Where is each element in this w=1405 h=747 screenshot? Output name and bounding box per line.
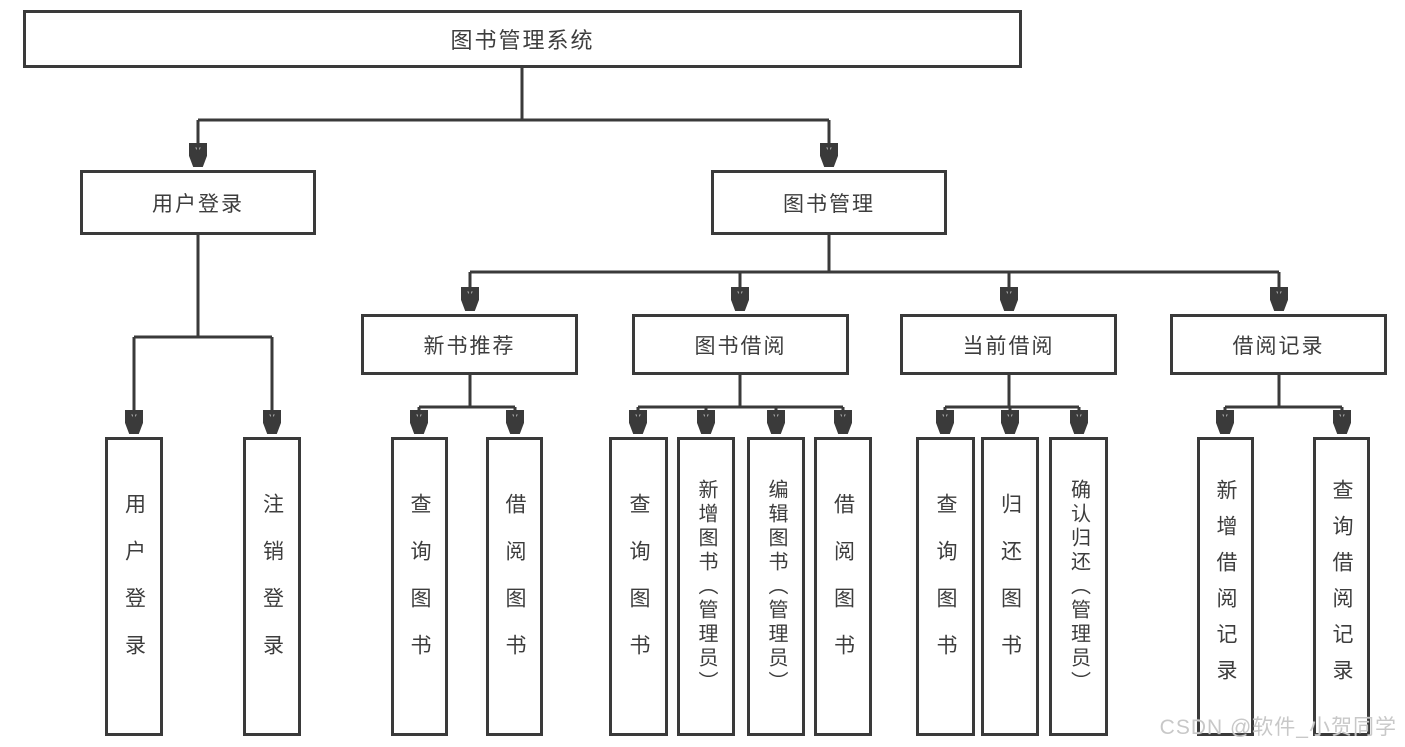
node-book-management-branch: 图书管理 [711,170,947,235]
leaf-recommend-borrow-books: 借阅图书 [486,437,543,736]
leaf-current-query-books: 查询图书 [916,437,975,736]
leaf-records-query-borrow-record: 查询借阅记录 [1313,437,1370,736]
leaf-borrowing-borrow-books: 借阅图书 [814,437,872,736]
leaf-records-add-borrow-record: 新增借阅记录 [1197,437,1254,736]
leaf-borrowing-query-books: 查询图书 [609,437,668,736]
csdn-watermark: CSDN @软件_小贺同学 [1159,716,1397,739]
node-user-login-branch: 用户登录 [80,170,316,235]
leaf-user-login: 用户登录 [105,437,163,736]
node-root-library-management-system: 图书管理系统 [23,10,1022,68]
leaf-recommend-query-books: 查询图书 [391,437,448,736]
leaf-logout-login: 注销登录 [243,437,301,736]
leaf-current-return-books: 归还图书 [981,437,1039,736]
leaf-borrowing-add-books-admin: 新增图书（管理员） [677,437,735,736]
node-current-borrowing: 当前借阅 [900,314,1117,375]
node-book-borrowing: 图书借阅 [632,314,849,375]
leaf-current-confirm-return-admin: 确认归还（管理员） [1049,437,1108,736]
leaf-borrowing-edit-books-admin: 编辑图书（管理员） [747,437,805,736]
node-borrowing-records: 借阅记录 [1170,314,1387,375]
node-new-book-recommend: 新书推荐 [361,314,578,375]
